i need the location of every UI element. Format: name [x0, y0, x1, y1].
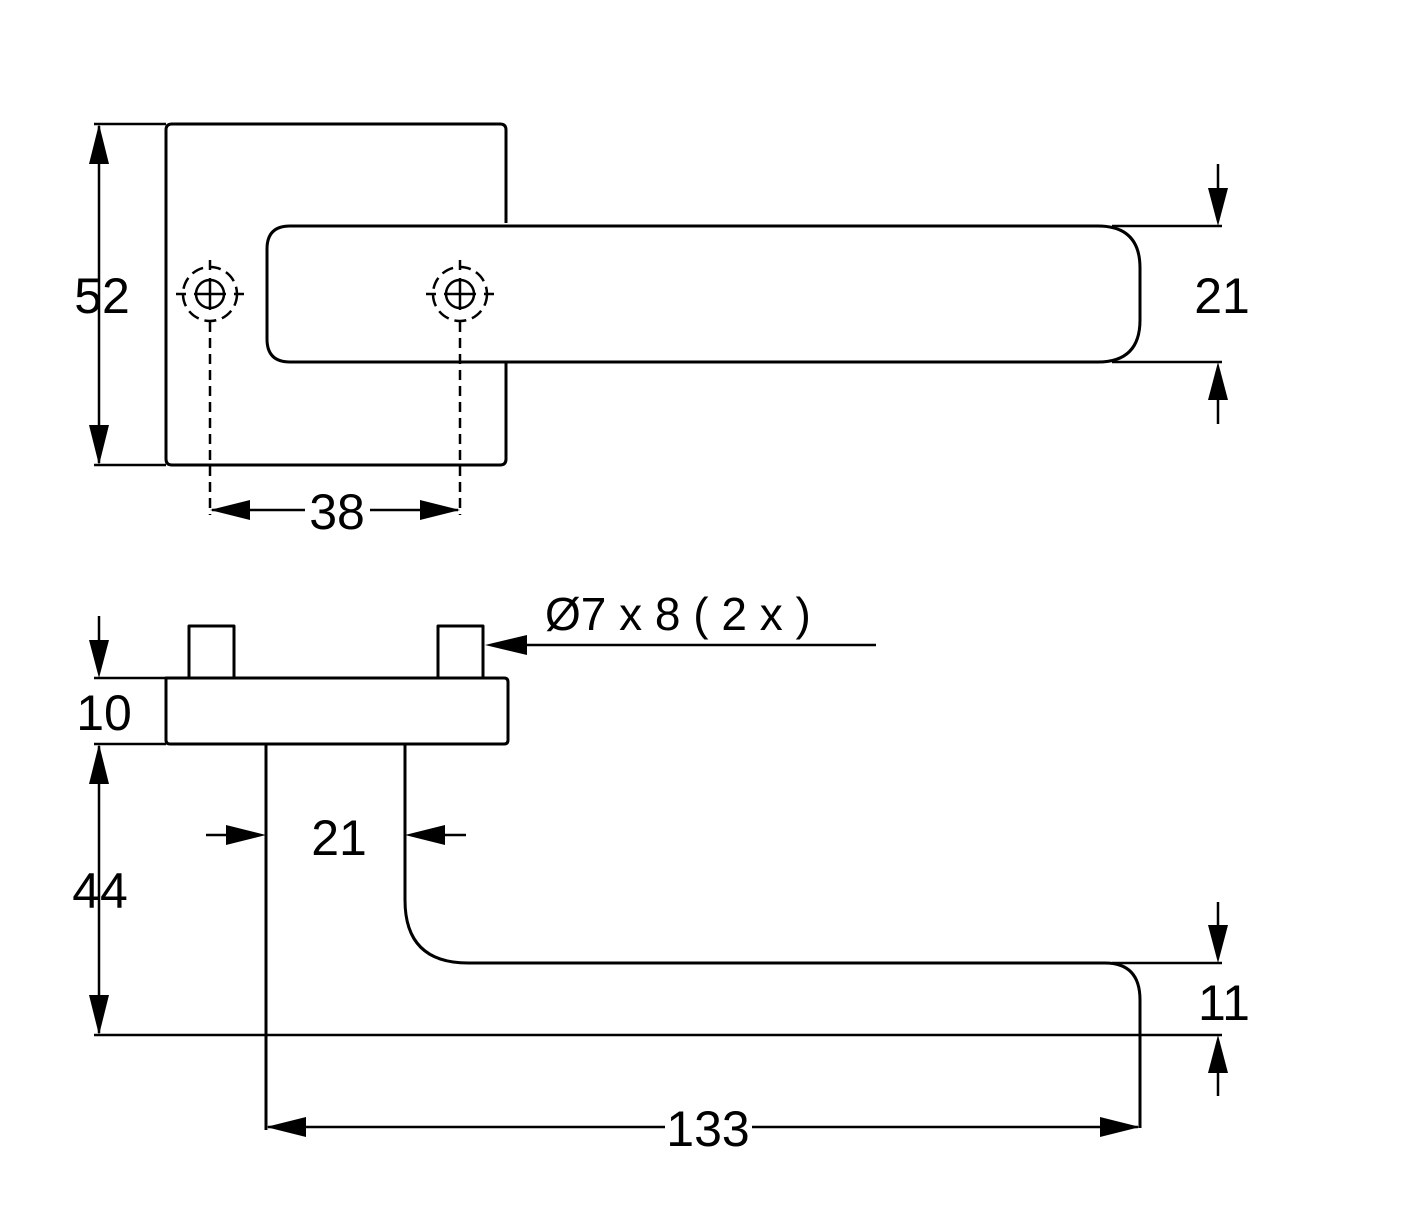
top-view: 52 21 38	[74, 122, 1250, 540]
dimension-grip-thickness: 11	[1112, 902, 1250, 1096]
dimension-lever-height: 21	[1112, 164, 1250, 424]
dimension-label-21-top: 21	[1194, 268, 1250, 324]
dimension-rose-thickness: 10	[76, 616, 166, 746]
rose-plate-side	[164, 676, 510, 746]
screw-hole-left	[176, 260, 244, 323]
dimension-screw-spacing: 38	[210, 484, 460, 540]
dimension-lever-length: 133	[266, 1101, 1140, 1157]
pin-callout: Ø7 x 8 ( 2 x )	[485, 588, 876, 655]
dimension-lever-offset: 44	[72, 744, 1222, 1037]
mounting-pin-right	[436, 624, 485, 680]
dimension-label-133: 133	[666, 1101, 749, 1157]
mounting-pin-left	[187, 624, 236, 680]
dimension-label-44: 44	[72, 863, 128, 919]
lever-outline	[265, 224, 1142, 364]
rose-plate-outline	[164, 122, 508, 467]
dimension-label-21-neck: 21	[311, 810, 367, 866]
dimension-label-11: 11	[1198, 975, 1250, 1031]
pin-callout-label: Ø7 x 8 ( 2 x )	[545, 588, 811, 640]
lever-side-outline	[403, 744, 1142, 1128]
dimension-rose-height: 52	[74, 122, 166, 467]
side-view: Ø7 x 8 ( 2 x ) 10 44 21	[72, 588, 1250, 1157]
dimension-label-10: 10	[76, 685, 132, 741]
dimension-label-38: 38	[309, 484, 365, 540]
screw-hole-right	[426, 260, 494, 323]
dimension-label-52: 52	[74, 268, 130, 324]
dimension-neck-width: 21	[206, 810, 466, 866]
